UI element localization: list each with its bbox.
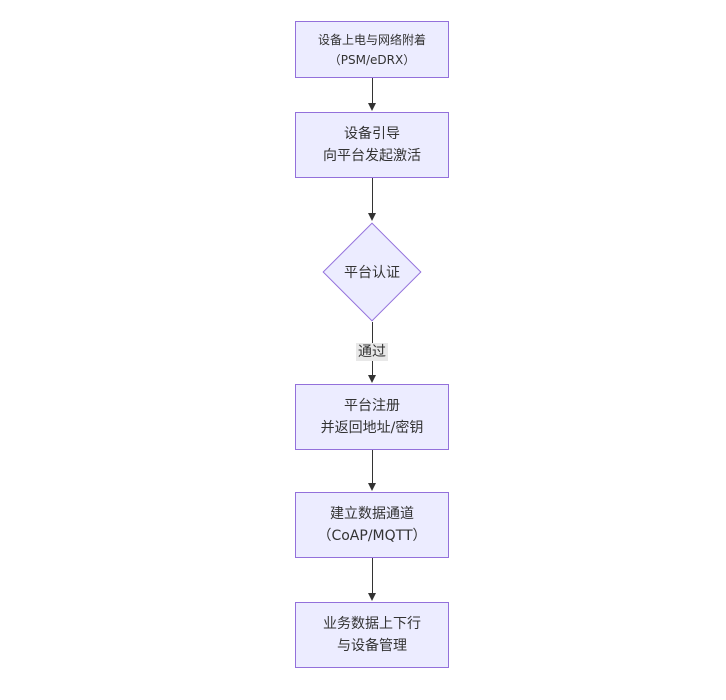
arrowhead-icon bbox=[368, 103, 376, 111]
node-label-line: （PSM/eDRX） bbox=[328, 52, 416, 67]
flow-node-platform-auth-decision: 平台认证 bbox=[322, 222, 422, 322]
node-label-line: 与设备管理 bbox=[337, 638, 407, 654]
node-label-line: （CoAP/MQTT） bbox=[317, 528, 427, 544]
arrowhead-icon bbox=[368, 593, 376, 601]
node-label-line: 向平台发起激活 bbox=[323, 148, 421, 164]
arrow-down-icon bbox=[368, 178, 377, 221]
node-label-line: 并返回地址/密钥 bbox=[320, 420, 424, 436]
arrow-down-icon bbox=[368, 78, 377, 111]
node-label-line: 业务数据上下行 bbox=[323, 616, 421, 632]
arrow-shaft bbox=[372, 78, 373, 104]
flow-node-power-network-attach: 设备上电与网络附着 （PSM/eDRX） bbox=[295, 21, 449, 78]
arrow-shaft bbox=[372, 178, 373, 214]
edge-label-pass: 通过 bbox=[356, 343, 388, 361]
arrow-down-icon bbox=[368, 450, 377, 491]
arrowhead-icon bbox=[368, 375, 376, 383]
arrow-shaft bbox=[372, 450, 373, 484]
flow-node-data-channel: 建立数据通道 （CoAP/MQTT） bbox=[295, 492, 449, 558]
arrow-shaft bbox=[372, 558, 373, 594]
arrowhead-icon bbox=[368, 483, 376, 491]
node-label-line: 平台认证 bbox=[344, 265, 400, 281]
node-label-line: 设备上电与网络附着 bbox=[317, 32, 426, 47]
flow-node-device-bootstrap: 设备引导 向平台发起激活 bbox=[295, 112, 449, 178]
arrowhead-icon bbox=[368, 213, 376, 221]
node-label-line: 建立数据通道 bbox=[330, 506, 414, 522]
arrow-down-icon bbox=[368, 558, 377, 601]
flow-node-business-data-management: 业务数据上下行 与设备管理 bbox=[295, 602, 449, 668]
node-label-line: 平台注册 bbox=[344, 398, 400, 414]
node-label-line: 设备引导 bbox=[344, 126, 400, 142]
flow-node-platform-register: 平台注册 并返回地址/密钥 bbox=[295, 384, 449, 450]
